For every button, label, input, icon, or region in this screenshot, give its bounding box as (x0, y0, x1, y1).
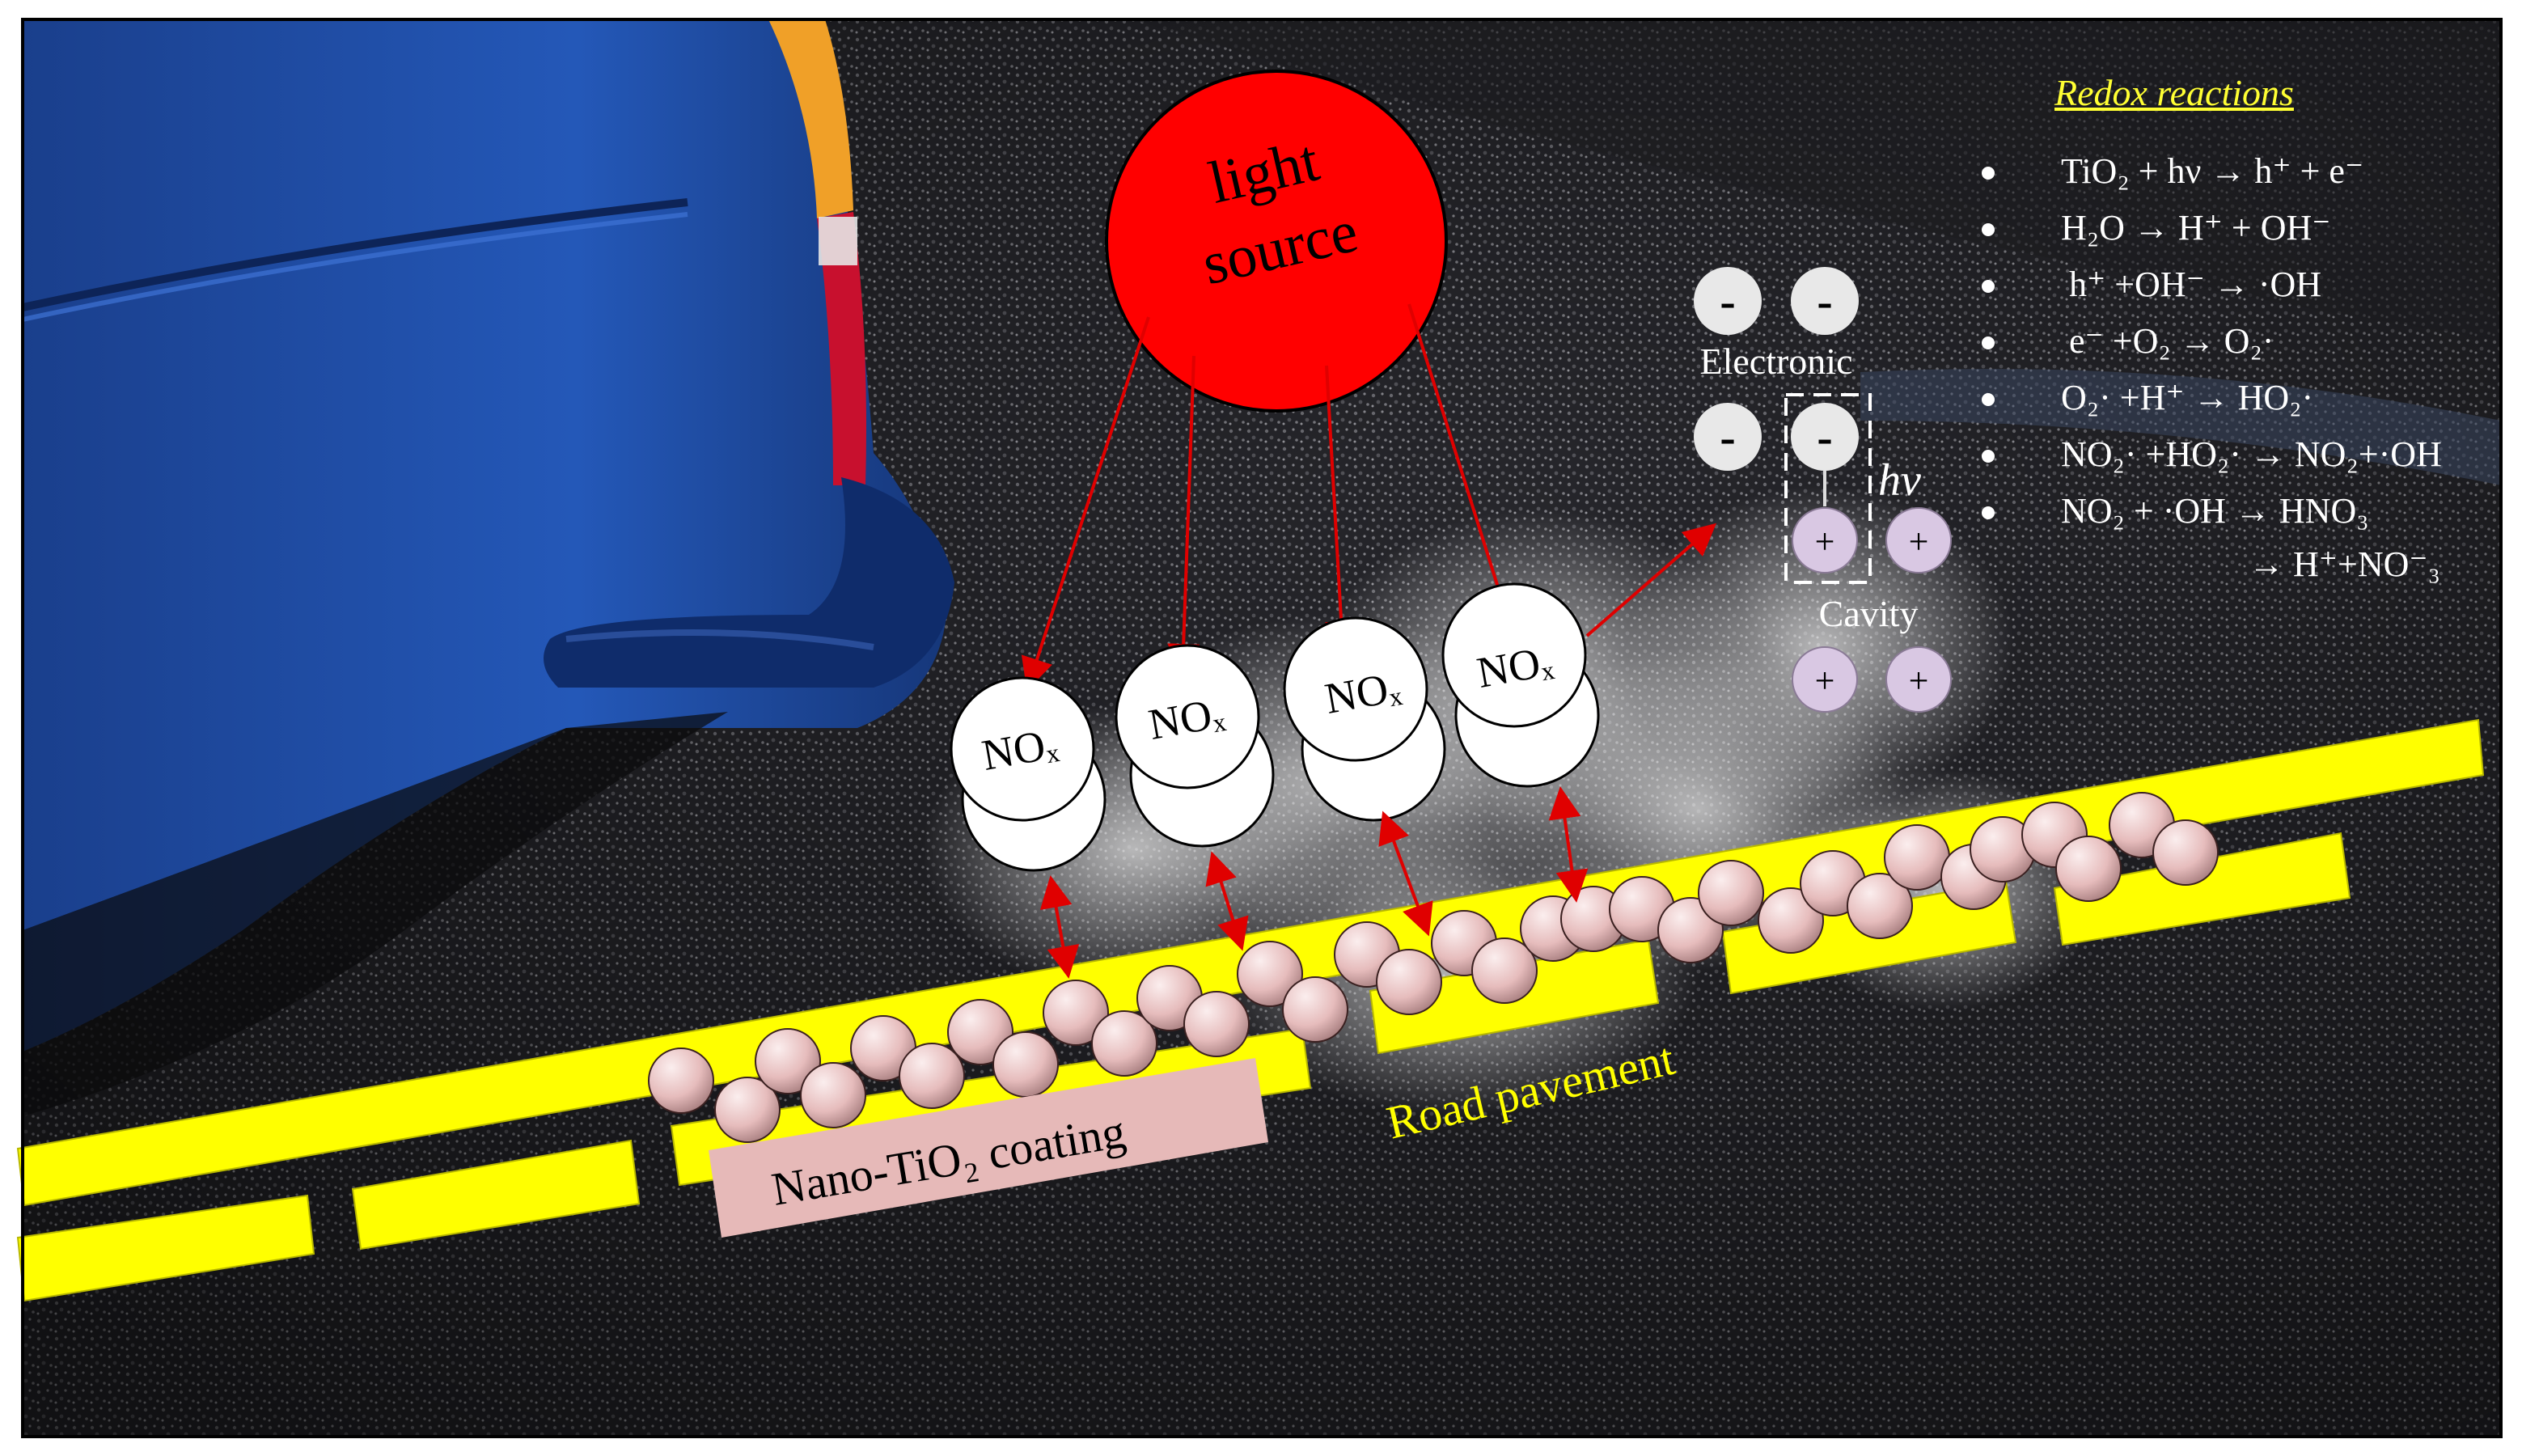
tio2-particle (1282, 976, 1348, 1043)
bullet-icon (1982, 167, 1995, 180)
nox-molecule: NOₓ (1115, 644, 1275, 848)
nox-molecules: NOₓ NOₓ NOₓ NOₓ (950, 582, 1600, 872)
hole: + (1885, 646, 1952, 713)
excitation-box (1784, 393, 1872, 584)
hole-symbol: + (1909, 522, 1929, 561)
electron-symbol: - (1720, 275, 1735, 328)
coating-label-box (709, 1058, 1268, 1238)
nox-molecule: NOₓ (1283, 616, 1446, 822)
tio2-particle (1471, 938, 1538, 1004)
tio2-particle (2152, 819, 2219, 886)
tio2-particle (648, 1048, 714, 1114)
light-source: light source (1105, 70, 1448, 413)
figure-border (21, 18, 2503, 1438)
tio2-particle (1758, 887, 1824, 954)
bullet-icon (1982, 393, 1995, 406)
hole: + (1885, 507, 1952, 574)
hole-symbol: + (1815, 661, 1835, 700)
hole-label: Cavity (1819, 593, 1919, 634)
redox-title: Redox reactions (2054, 72, 2294, 113)
adsorption-arrows (1039, 786, 1589, 979)
electron: - (1791, 267, 1859, 335)
tio2-particle (1237, 941, 1303, 1007)
tio2-particle (1043, 980, 1109, 1046)
hole: + (1792, 507, 1858, 574)
tio2-particles (648, 792, 2219, 1143)
bullet-icon (1982, 280, 1995, 293)
electron: - (1694, 267, 1762, 335)
tio2-particle (800, 1062, 866, 1128)
equation-7: NO₂ + ·OH → HNO₃ (2061, 491, 2369, 531)
bullet-icon (1982, 223, 1995, 236)
charge-carriers: - - - - + + + + Electronic Cavity hν (1694, 267, 1952, 713)
car-illustration (21, 19, 954, 1116)
tio2-particle (714, 1077, 781, 1143)
equation-4: e⁻ +O₂ → O₂· (2069, 321, 2274, 361)
hole-symbol: + (1815, 522, 1835, 561)
equation-3: h⁺ +OH⁻ → ·OH (2069, 265, 2322, 304)
hole-symbol: + (1909, 661, 1929, 700)
tio2-particle (899, 1043, 965, 1109)
electron-symbol: - (1817, 411, 1832, 463)
equation-2: H₂O → H⁺ + OH⁻ (2061, 208, 2331, 248)
bullet-icon (1982, 336, 1995, 349)
equation-1: TiO₂ + hν → h⁺ + e⁻ (2061, 151, 2364, 191)
bullet-icon (1982, 506, 1995, 519)
tio2-particle (2055, 836, 2122, 902)
nox-molecule: NOₓ (1441, 582, 1600, 788)
tio2-particle (1183, 991, 1250, 1057)
tio2-particle (1847, 873, 1913, 939)
photon-label: hν (1878, 455, 1921, 506)
nox-molecule: NOₓ (950, 676, 1107, 872)
equation-8: → H⁺+NO⁻₃ (2249, 544, 2440, 584)
tio2-particle (992, 1031, 1059, 1098)
tio2-particle (1376, 949, 1442, 1015)
equation-6: NO₂· +HO₂· → NO₂+·OH (2061, 434, 2442, 474)
electron-symbol: - (1720, 411, 1735, 463)
equation-5: O₂· +H⁺ → HO₂· (2061, 378, 2314, 417)
tio2-particle (1698, 860, 1764, 926)
electron: - (1791, 403, 1859, 471)
bullet-icon (1982, 450, 1995, 463)
tio2-particle (1884, 824, 1950, 891)
tio2-particle (1091, 1010, 1157, 1077)
hole: + (1792, 646, 1858, 713)
tio2-particle (755, 1028, 821, 1094)
tio2-particle (947, 999, 1013, 1065)
electron-label: Electronic (1699, 341, 1852, 382)
electron: - (1694, 403, 1762, 471)
electron-symbol: - (1817, 275, 1832, 328)
